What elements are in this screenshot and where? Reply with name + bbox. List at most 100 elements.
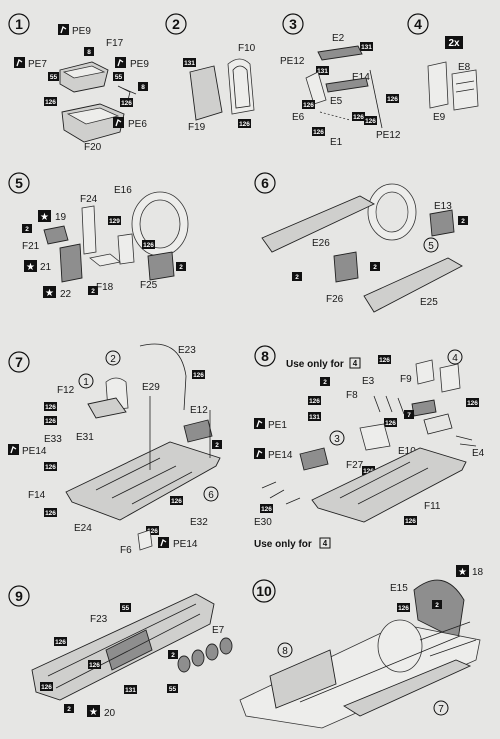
badge-text: 2 (25, 226, 29, 233)
paint-badge (404, 410, 414, 419)
part-label: E15 (390, 583, 408, 594)
console-top (317, 45, 363, 61)
photo-etch-flag (14, 57, 25, 68)
badge-text: 2 (295, 274, 299, 281)
seat-block (359, 423, 391, 451)
part-label: F25 (140, 280, 158, 291)
bracket-e4 (455, 435, 477, 447)
paint-badge (124, 685, 137, 694)
badge-text: 126 (303, 102, 314, 109)
part-label: F23 (90, 614, 108, 625)
badge-text: 131 (317, 68, 328, 75)
paint-badge (404, 516, 417, 525)
console-side (325, 77, 369, 93)
badge-text: 126 (261, 506, 272, 513)
part-label: E16 (114, 185, 132, 196)
part-label: E2 (332, 33, 345, 44)
paint-badge (138, 82, 148, 91)
paint-badge (466, 398, 479, 407)
quantity-text: 2x (448, 38, 460, 49)
paint-badge (44, 402, 57, 411)
part-label: F10 (238, 43, 256, 54)
ref-number: 20 (104, 708, 116, 719)
badge-text: 7 (407, 412, 411, 419)
paint-badge (316, 66, 329, 75)
badge-text: 2 (215, 442, 219, 449)
part-label: E14 (352, 72, 370, 83)
step-number: 9 (15, 588, 23, 604)
paint-badge (142, 240, 155, 249)
ref-number: 1 (83, 377, 89, 388)
part-label: F21 (22, 241, 40, 252)
badge-text: 8 (87, 49, 91, 56)
pedal-f6 (137, 529, 153, 551)
seat-back (62, 65, 106, 79)
ref-circle (433, 700, 449, 716)
badge-text: 2 (91, 288, 95, 295)
step-1: 1 PE9 PE7 8 F17 PE9 55 55 8 126 126 PE6 … (8, 13, 149, 153)
svg-text:★: ★ (458, 567, 467, 578)
badge-text: 126 (353, 114, 364, 121)
paint-badge (352, 112, 365, 121)
step-marker (8, 172, 30, 194)
part-label: F8 (346, 390, 358, 401)
step-marker (282, 13, 304, 35)
paint-badge (54, 637, 67, 646)
badge-text: 126 (41, 684, 52, 691)
paint-badge (384, 418, 397, 427)
badge-text: 126 (405, 518, 416, 525)
step-8: 8 Use only for 4 126 4 2 E3 F9 F8 7 126 … (254, 345, 485, 550)
ref-number: 22 (60, 289, 72, 300)
ref-number: 6 (208, 490, 214, 501)
step-marker (8, 351, 30, 373)
part-label: PE1 (268, 420, 287, 431)
usage-note: Use only for (254, 539, 312, 550)
badge-text: 126 (309, 398, 320, 405)
paint-badge (308, 396, 321, 405)
paint-badge (386, 94, 399, 103)
paint-badge (260, 504, 273, 513)
step-number: 1 (15, 16, 23, 32)
step-number: 6 (261, 175, 269, 191)
step-number: 8 (261, 348, 269, 364)
bench (423, 413, 453, 435)
badge-text: 55 (169, 686, 177, 693)
box-e9 (427, 61, 449, 109)
star-marker: ★ (43, 286, 56, 299)
bulkhead-opening (139, 199, 181, 249)
leader-line (319, 111, 351, 121)
paint-badge (176, 262, 186, 271)
paint-badge (22, 224, 32, 233)
seat (87, 397, 127, 419)
part-label: F20 (84, 142, 102, 153)
paint-badge (84, 47, 94, 56)
step-marker (254, 172, 276, 194)
badge-text: 2 (179, 264, 183, 271)
star-marker: ★ (87, 705, 100, 718)
pe-brackets (261, 481, 301, 505)
paint-badge (170, 496, 183, 505)
paint-badge (167, 684, 178, 693)
box-4a (415, 359, 435, 385)
paint-badge (113, 72, 124, 81)
part-label: E10 (398, 446, 416, 457)
radio-panel (59, 243, 83, 283)
star-marker: ★ (24, 260, 37, 273)
badge-text: 126 (55, 639, 66, 646)
badge-text: 131 (125, 687, 136, 694)
part-label: E25 (420, 297, 438, 308)
box-e8 (451, 69, 479, 111)
panel-f25 (147, 251, 175, 281)
part-label: E32 (190, 517, 208, 528)
part-label: E23 (178, 345, 196, 356)
tray-inner (66, 107, 120, 125)
badge-text: 126 (143, 242, 154, 249)
badge-text: 126 (387, 96, 398, 103)
badge-text: 55 (50, 74, 58, 81)
step-marker (8, 13, 30, 35)
paint-badge (458, 216, 468, 225)
part-label: E26 (312, 238, 330, 249)
part-label: F27 (346, 460, 364, 471)
badge-text: 2 (323, 379, 327, 386)
part-label: F6 (120, 545, 132, 556)
